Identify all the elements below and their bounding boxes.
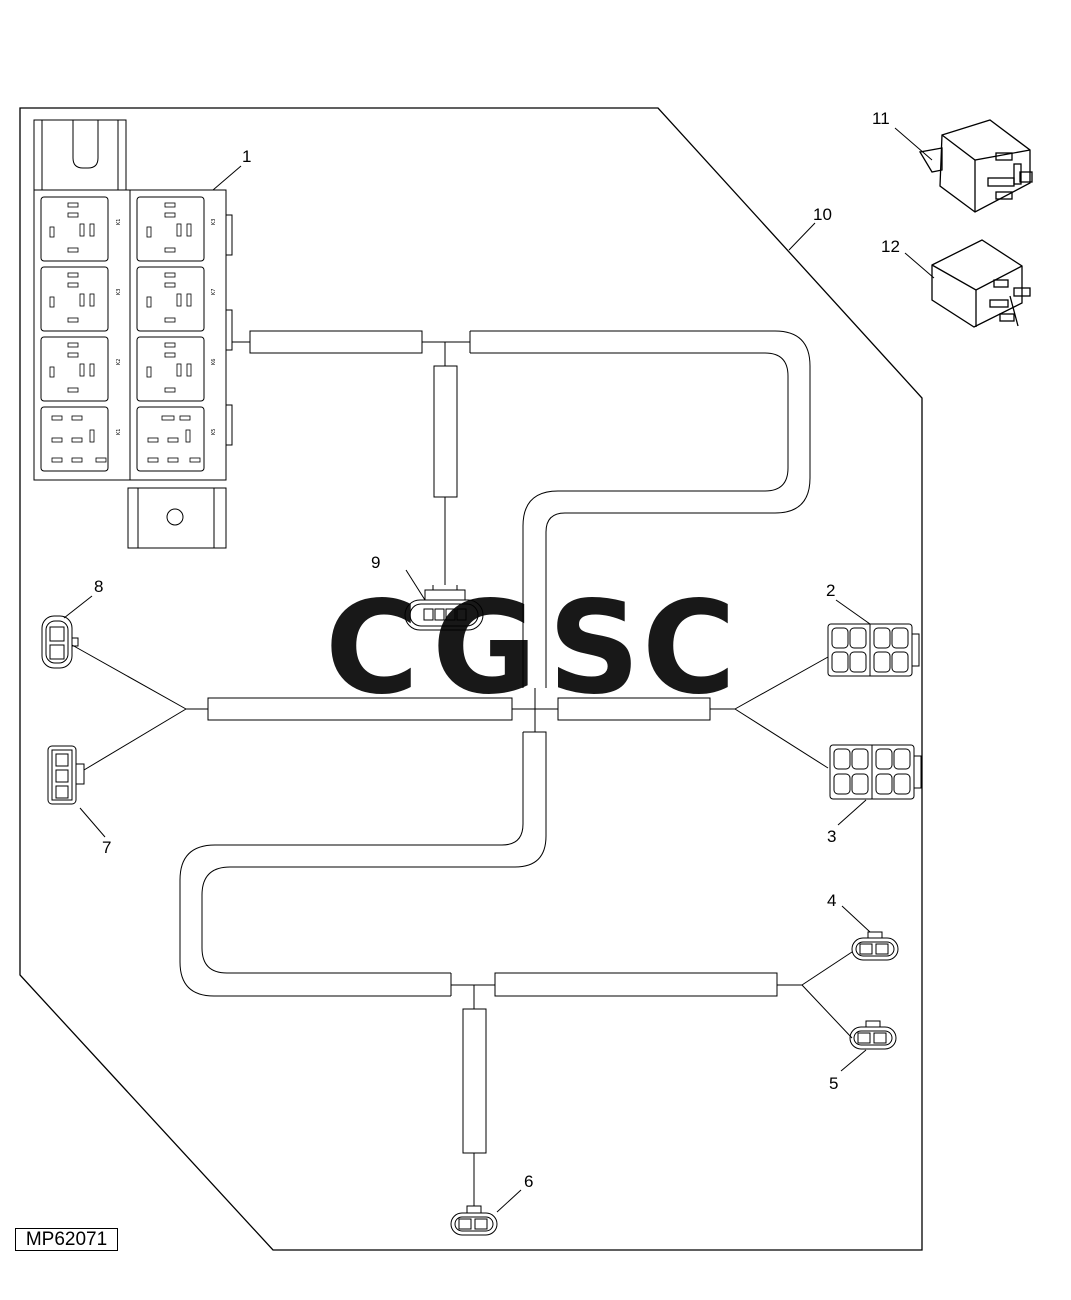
watermark-letter-3: S	[548, 574, 640, 723]
slot-label-right-1: K3	[211, 219, 217, 225]
connector-8	[41, 615, 79, 669]
callout-7: 7	[102, 838, 111, 857]
relay-fuse-block	[33, 119, 233, 549]
slot-label-right-4: K5	[211, 429, 217, 435]
panel-outline	[19, 107, 923, 1251]
callout-11: 11	[872, 109, 890, 128]
callout-9: 9	[371, 553, 380, 572]
figure-id-label: MP62071	[15, 1228, 118, 1251]
callout-1: 1	[242, 147, 251, 166]
callout-6: 6	[524, 1172, 533, 1191]
watermark-logo: C G S C	[325, 574, 736, 723]
relay-12	[931, 239, 1031, 328]
wiring-harness	[71, 330, 853, 1206]
slot-label-right-2: K7	[211, 289, 217, 295]
callout-12: 12	[881, 237, 900, 256]
watermark-letter-1: C	[325, 574, 419, 723]
callout-4: 4	[827, 891, 836, 910]
callout-8: 8	[94, 577, 103, 596]
callout-3: 3	[827, 827, 836, 846]
slot-label-left-3: K2	[116, 359, 122, 365]
slot-label-left-2: K3	[116, 289, 122, 295]
connector-9	[404, 585, 484, 631]
connector-6	[450, 1205, 498, 1236]
leader-lines	[63, 127, 935, 1213]
connector-3	[829, 744, 922, 800]
slot-label-right-3: K6	[211, 359, 217, 365]
connector-5	[849, 1020, 897, 1050]
watermark-letter-4: C	[642, 574, 736, 723]
slot-label-left-1: K1	[116, 219, 122, 225]
watermark-letter-2: G	[432, 574, 537, 723]
slot-label-left-4: K1	[116, 429, 122, 435]
connector-2	[827, 623, 920, 677]
connector-4	[851, 931, 899, 961]
callout-10: 10	[813, 205, 832, 224]
callout-5: 5	[829, 1074, 838, 1093]
callout-2: 2	[826, 581, 835, 600]
relay-11	[918, 119, 1033, 213]
connector-7	[47, 745, 85, 805]
